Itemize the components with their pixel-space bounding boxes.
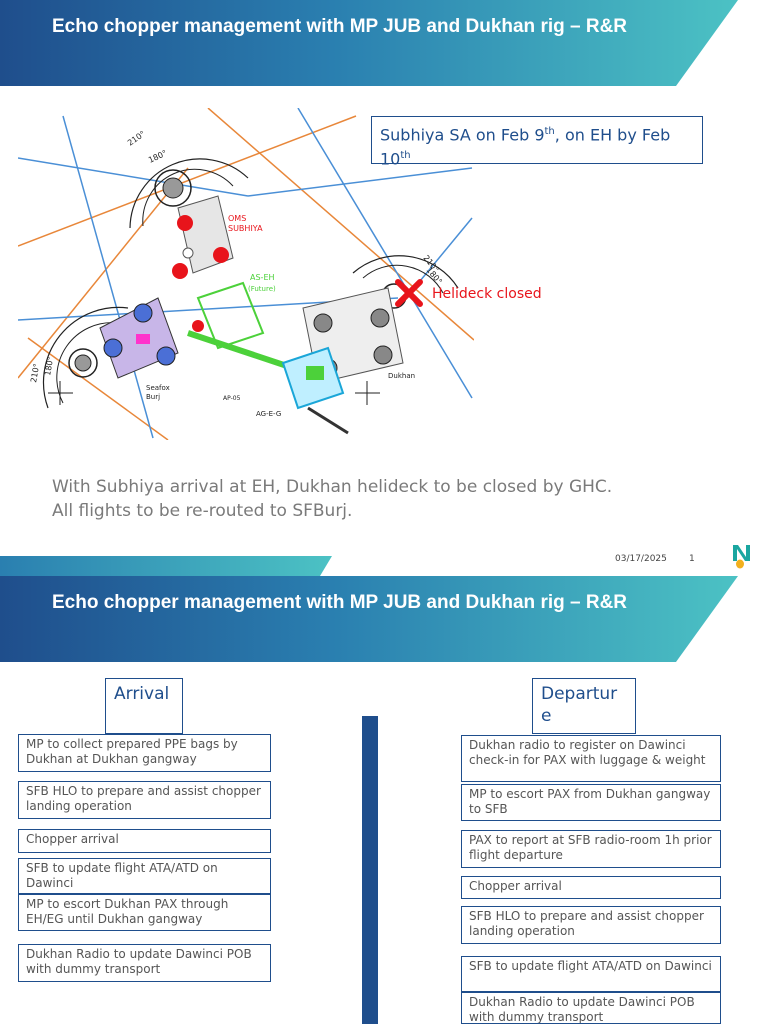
departure-step: SFB HLO to prepare and assist chopper la… (461, 906, 721, 944)
subhiya-label: SUBHIYA (228, 224, 263, 233)
slide-body-text: With Subhiya arrival at EH, Dukhan helid… (52, 477, 613, 521)
slide-title: Echo chopper management with MP JUB and … (52, 592, 628, 613)
slide-2: Echo chopper management with MP JUB and … (0, 576, 768, 1024)
ag-label: AG-E-G (256, 410, 281, 418)
dukhan-label: Dukhan (388, 372, 415, 380)
subhiya-callout: Subhiya SA on Feb 9th, on EH by Feb 10th (371, 116, 703, 169)
departure-step: Chopper arrival (461, 876, 721, 899)
departure-step: PAX to report at SFB radio-room 1h prior… (461, 830, 721, 868)
future-label: (Future) (248, 285, 276, 293)
arrival-step: SFB HLO to prepare and assist chopper la… (18, 781, 271, 819)
ap-label: AP-05 (223, 395, 241, 402)
footer-accent-strip (0, 556, 332, 576)
departure-step: Dukhan Radio to update Dawinci POB with … (461, 992, 721, 1024)
company-logo-icon (733, 545, 750, 569)
angle-label: 180° (147, 149, 168, 165)
footer-date: 03/17/2025 (615, 554, 667, 564)
helideck-closed-label: Helideck closed (432, 286, 542, 302)
departure-step: SFB to update flight ATA/ATD on Dawinci (461, 956, 721, 992)
arrival-step: SFB to update flight ATA/ATD on Dawinci (18, 858, 271, 894)
slide-1: Echo chopper management with MP JUB and … (0, 0, 750, 576)
arrival-step: Chopper arrival (18, 829, 271, 853)
angle-label: 180° (424, 266, 443, 287)
departure-step: Dukhan radio to register on Dawinci chec… (461, 735, 721, 782)
arrival-step: MP to collect prepared PPE bags by Dukha… (18, 734, 271, 772)
title-banner (0, 576, 738, 662)
oms-label: OMS (228, 214, 246, 223)
angle-label: 210° (126, 129, 147, 147)
departure-step: MP to escort PAX from Dukhan gangway to … (461, 784, 721, 821)
footer-page-number: 1 (689, 554, 695, 564)
arrival-step: Dukhan Radio to update Dawinci POB with … (18, 944, 271, 982)
angle-label: 180° (43, 356, 55, 377)
aseh-label: AS-EH (250, 273, 275, 282)
slide-title: Echo chopper management with MP JUB and … (52, 16, 628, 37)
seafox-label: Seafox (146, 384, 170, 392)
column-divider (362, 716, 378, 1024)
title-banner (0, 0, 738, 86)
burj-label: Burj (146, 393, 160, 401)
departure-header: Departure (532, 678, 636, 734)
angle-label: 210° (29, 363, 41, 384)
rig-layout-diagram: 210° 180° 210° 180° 210° 180° OMS SUBHIY… (18, 108, 474, 440)
arrival-header: Arrival (105, 678, 183, 734)
arrival-step: MP to escort Dukhan PAX through EH/EG un… (18, 894, 271, 931)
